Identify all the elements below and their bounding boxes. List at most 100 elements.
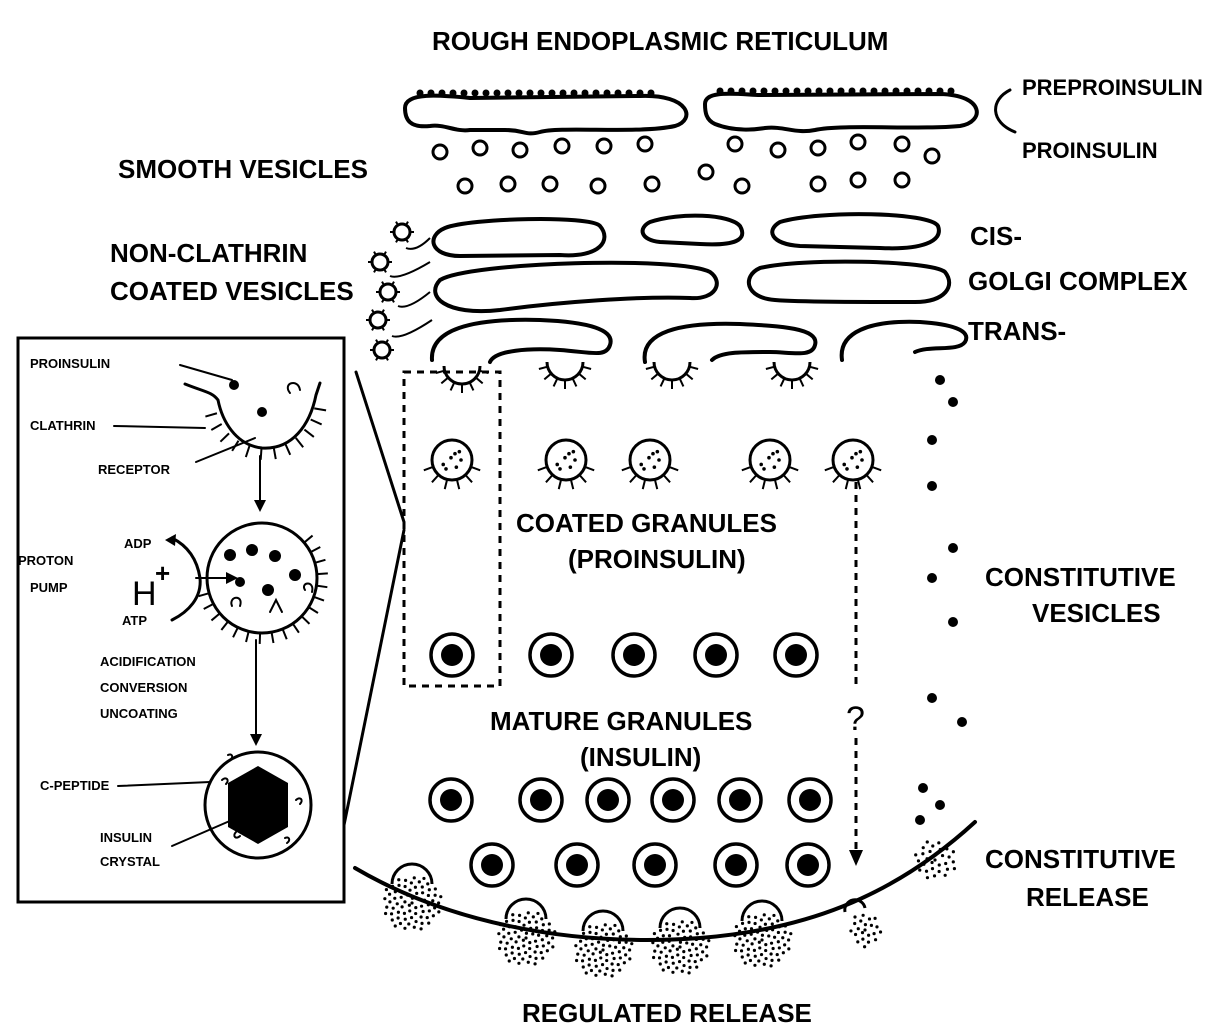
- released-insulin-speck: [671, 944, 674, 947]
- released-insulin-speck: [540, 917, 543, 920]
- released-insulin-speck: [854, 933, 857, 936]
- clathrin-spike: [763, 479, 765, 489]
- constitutive-vesicles-label-line2: VESICLES: [1032, 598, 1161, 628]
- ribosome: [527, 90, 534, 97]
- smooth-vesicle: [591, 179, 605, 193]
- released-insulin-speck: [862, 914, 865, 917]
- released-insulin-speck: [760, 918, 763, 921]
- ribosome: [505, 90, 512, 97]
- released-insulin-speck: [385, 906, 388, 909]
- released-insulin-speck: [689, 929, 692, 932]
- released-insulin-speck: [601, 928, 604, 931]
- released-insulin-speck: [625, 941, 628, 944]
- coated-granule: [833, 440, 873, 480]
- insulin-core: [540, 644, 562, 666]
- proinsulin-speck: [859, 450, 863, 454]
- clathrin-spike: [451, 382, 455, 390]
- insulin-core: [530, 789, 552, 811]
- released-insulin-speck: [610, 962, 613, 965]
- released-insulin-speck: [742, 944, 745, 947]
- released-insulin-speck: [419, 927, 422, 930]
- smooth-vesicle: [699, 165, 713, 179]
- clathrin-spike: [643, 479, 645, 489]
- released-insulin-speck: [764, 957, 767, 960]
- ribosome: [871, 88, 878, 95]
- released-insulin-speck: [397, 878, 400, 881]
- released-insulin-speck: [576, 935, 579, 938]
- rer-cisterna-right: [705, 94, 977, 131]
- released-insulin-speck: [934, 853, 937, 856]
- released-insulin-speck: [410, 881, 413, 884]
- released-insulin-speck: [676, 953, 679, 956]
- released-insulin-speck: [505, 920, 508, 923]
- released-insulin-speck: [867, 941, 870, 944]
- released-insulin-speck: [604, 973, 607, 976]
- clathrin-spike: [806, 374, 813, 380]
- released-insulin-speck: [750, 927, 753, 930]
- released-insulin-speck: [532, 915, 535, 918]
- ribosome: [516, 90, 523, 97]
- proinsulin-speck: [856, 465, 860, 469]
- released-insulin-speck: [694, 926, 697, 929]
- released-insulin-speck: [595, 926, 598, 929]
- inset-pump-label: PUMP: [30, 580, 68, 595]
- released-insulin-speck: [507, 932, 510, 935]
- released-insulin-speck: [784, 924, 787, 927]
- released-insulin-speck: [778, 925, 781, 928]
- released-insulin-speck: [599, 951, 602, 954]
- released-insulin-speck: [518, 953, 521, 956]
- clathrin-spike: [470, 382, 474, 390]
- released-insulin-speck: [853, 915, 856, 918]
- released-insulin-speck: [408, 904, 411, 907]
- released-insulin-speck: [426, 916, 429, 919]
- released-insulin-speck: [599, 936, 602, 939]
- released-insulin-speck: [661, 941, 664, 944]
- ribosome: [417, 90, 424, 97]
- released-insulin-speck: [740, 949, 743, 952]
- released-insulin-speck: [533, 962, 536, 965]
- released-insulin-speck: [541, 957, 544, 960]
- released-insulin-speck: [933, 858, 936, 861]
- released-insulin-speck: [511, 919, 514, 922]
- released-insulin-speck: [594, 974, 597, 977]
- released-insulin-speck: [651, 941, 654, 944]
- released-insulin-speck: [660, 951, 663, 954]
- released-insulin-speck: [652, 956, 655, 959]
- released-insulin-speck: [404, 918, 407, 921]
- released-insulin-speck: [582, 965, 585, 968]
- insulin-core: [441, 644, 463, 666]
- released-insulin-speck: [696, 932, 699, 935]
- released-insulin-speck: [403, 885, 406, 888]
- vesicle-tether: [390, 262, 430, 277]
- released-insulin-speck: [671, 956, 674, 959]
- released-insulin-speck: [597, 941, 600, 944]
- mature-granules-label-line2: (INSULIN): [580, 742, 701, 772]
- released-insulin-speck: [419, 915, 422, 918]
- proinsulin-speck: [572, 450, 576, 454]
- released-insulin-speck: [524, 916, 527, 919]
- released-insulin-speck: [738, 930, 741, 933]
- released-insulin-speck: [511, 946, 514, 949]
- released-insulin-speck: [767, 934, 770, 937]
- coated-bud: [654, 362, 690, 380]
- released-insulin-speck: [502, 935, 505, 938]
- released-insulin-speck: [533, 950, 536, 953]
- released-insulin-speck: [391, 885, 394, 888]
- ribosome: [571, 90, 578, 97]
- clathrin-spike: [789, 467, 798, 470]
- clathrin-spike: [661, 378, 665, 386]
- released-insulin-speck: [528, 955, 531, 958]
- clathrin-spike: [686, 374, 693, 380]
- ribosome: [904, 88, 911, 95]
- clathrin-spike: [544, 374, 551, 380]
- clathrin-spike: [655, 479, 657, 489]
- released-insulin-speck: [674, 938, 677, 941]
- released-insulin-speck: [753, 949, 756, 952]
- coated-granule: [750, 440, 790, 480]
- released-insulin-speck: [413, 926, 416, 929]
- dashed-arrow-head: [849, 850, 863, 866]
- ribosome: [838, 88, 845, 95]
- insulin-core: [729, 789, 751, 811]
- released-insulin-speck: [598, 969, 601, 972]
- released-insulin-speck: [702, 938, 705, 941]
